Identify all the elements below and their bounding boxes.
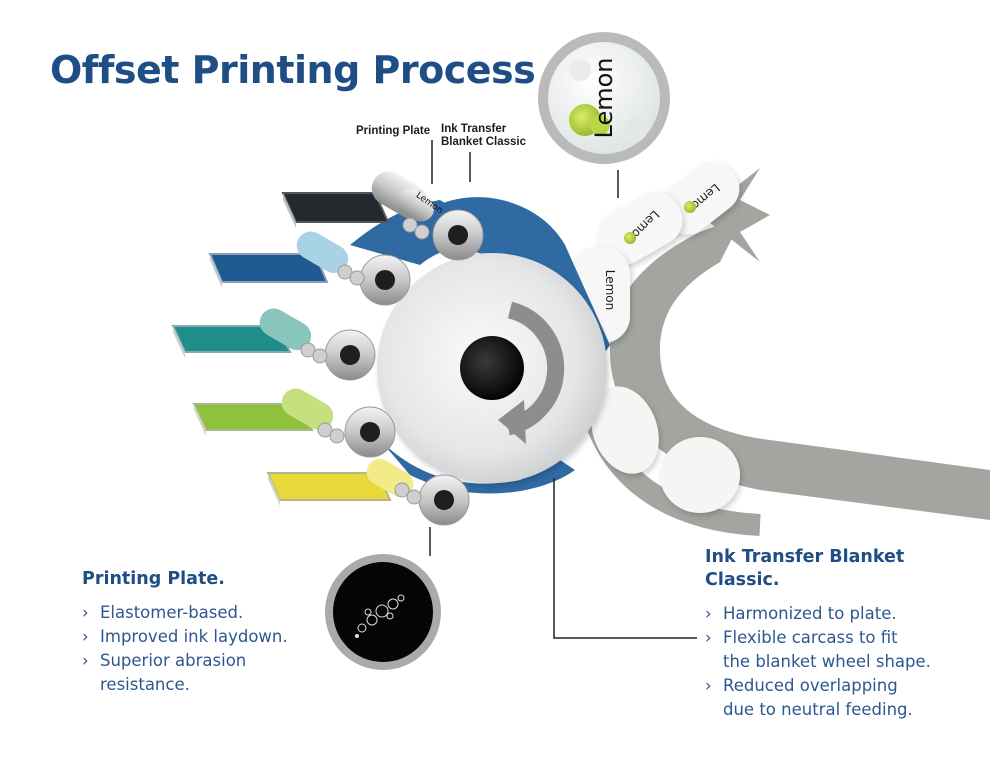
list-item: › Superior abrasion resistance. [82, 649, 342, 697]
printing-plate-panel: Printing Plate. › Elastomer-based. › Imp… [82, 568, 342, 697]
list-item: › Flexible carcass to fit the blanket wh… [705, 626, 990, 674]
list-item: › Reduced overlapping due to neutral fee… [705, 674, 990, 722]
printing-plate-list: › Elastomer-based. › Improved ink laydow… [82, 601, 342, 697]
list-item: › Elastomer-based. [82, 601, 342, 625]
list-item-text: Improved ink laydown. [100, 627, 288, 646]
blanket-panel: Ink Transfer Blanket Classic. › Harmoniz… [705, 546, 990, 722]
impression-cylinder [377, 253, 607, 483]
list-item-text: Harmonized to plate. [723, 604, 897, 623]
chevron-right-icon: › [82, 603, 89, 622]
zoom-label: Lemon [590, 58, 618, 139]
chevron-right-icon: › [82, 651, 89, 670]
chevron-right-icon: › [82, 627, 89, 646]
list-item: › Improved ink laydown. [82, 625, 342, 649]
printed-sheet-4 [591, 386, 659, 474]
ink-unit-teal [171, 308, 376, 381]
list-item: › Harmonized to plate. [705, 602, 990, 626]
list-item-text-cont: resistance. [100, 675, 190, 694]
blanket-heading: Ink Transfer Blanket Classic. [705, 546, 990, 592]
blanket-heading-line2: Classic. [705, 570, 780, 590]
list-item-text: Elastomer-based. [100, 603, 244, 622]
callout-blanket-line1: Ink Transfer [441, 123, 507, 135]
printed-sheet-5 [660, 437, 740, 513]
zoom-plate-structure [325, 554, 441, 670]
list-item-text-cont: the blanket wheel shape. [723, 652, 931, 671]
printed-sheet-2: Lemon [597, 191, 683, 265]
leader-blanket-panel [553, 478, 697, 639]
ink-unit-green [192, 388, 396, 458]
ink-unit-yellow [266, 459, 470, 526]
cylinder-hub [460, 336, 524, 400]
list-item-text: Flexible carcass to fit [723, 628, 898, 647]
rotation-arrow-icon [505, 301, 565, 436]
callout-blanket-line2: Blanket Classic [441, 136, 527, 148]
list-item-text: Superior abrasion [100, 651, 247, 670]
callout-blanket: Ink Transfer Blanket Classic [441, 123, 526, 149]
sheet-label: Lemon [603, 270, 617, 311]
lemon-icon [684, 201, 696, 213]
ink-unit-blue [208, 231, 411, 306]
printing-plate-heading: Printing Plate. [82, 569, 225, 589]
callout-printing-plate: Printing Plate [356, 125, 431, 137]
output-arrow-icon [700, 168, 770, 262]
chevron-right-icon: › [705, 676, 712, 695]
chevron-right-icon: › [705, 604, 712, 623]
chevron-right-icon: › [705, 628, 712, 647]
blanket-heading-line1: Ink Transfer Blanket [705, 547, 905, 567]
page-title: Offset Printing Process [50, 48, 536, 92]
list-item-text: Reduced overlapping [723, 676, 898, 695]
zoom-lemon-print: Lemon [538, 32, 670, 164]
lemon-icon [624, 232, 636, 244]
list-item-text-cont: due to neutral feeding. [723, 700, 913, 719]
blanket-list: › Harmonized to plate. › Flexible carcas… [705, 602, 990, 722]
